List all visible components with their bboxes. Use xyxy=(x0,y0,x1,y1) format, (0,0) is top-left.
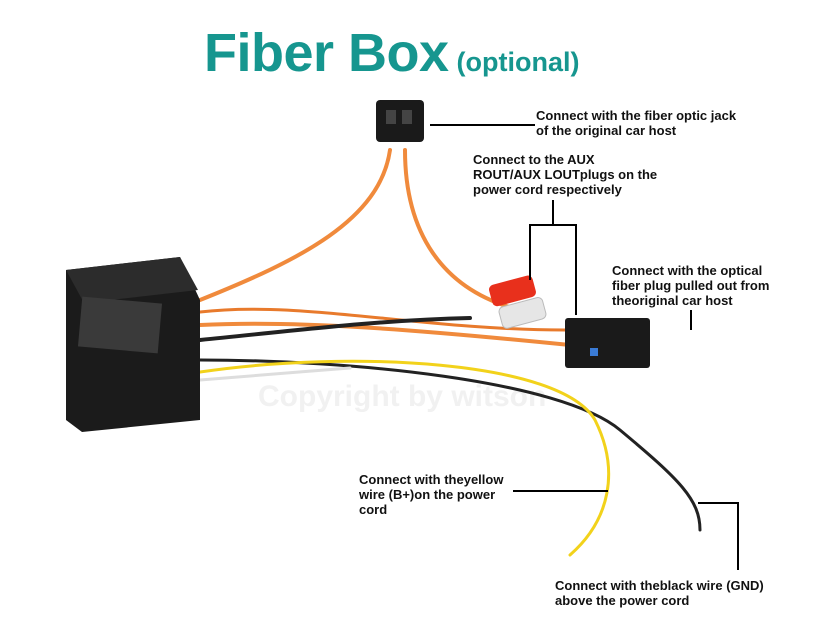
rca-plugs xyxy=(489,275,547,329)
optical-fiber-plug xyxy=(565,318,650,368)
label-line: wire (B+)on the power xyxy=(359,487,496,502)
label-line: of the original car host xyxy=(536,123,677,138)
label-optical-plug: Connect with the optical fiber plug pull… xyxy=(612,263,769,308)
label-line: cord xyxy=(359,502,388,517)
label-line: Connect with the optical xyxy=(612,263,763,278)
yellow-wire xyxy=(198,359,611,557)
label-line: Connect to the AUX xyxy=(473,152,595,167)
title-main: Fiber Box xyxy=(204,23,449,83)
black-wire xyxy=(198,316,472,342)
label-fiber-jack: Connect with the fiber optic jack of the… xyxy=(536,108,736,138)
fiber-jack-connector xyxy=(376,100,424,142)
label-line: fiber plug pulled out from xyxy=(612,278,770,293)
label-line: power cord respectively xyxy=(473,182,622,197)
fiber-wire xyxy=(198,321,572,347)
title-note: (optional) xyxy=(456,47,580,77)
black-wire xyxy=(198,358,702,532)
label-yellow-wire: Connect with theyellow wire (B+)on the p… xyxy=(359,472,503,517)
label-line: Connect with the fiber optic jack xyxy=(536,108,737,123)
label-black-wire: Connect with theblack wire (GND) above t… xyxy=(555,578,764,608)
label-line: ROUT/AUX LOUTplugs on the xyxy=(473,167,658,182)
fiber-wire xyxy=(198,148,392,302)
label-line: Connect with theyellow xyxy=(359,472,504,487)
label-line: above the power cord xyxy=(555,593,690,608)
label-line: theoriginal car host xyxy=(612,293,733,308)
leader-lines xyxy=(430,124,739,570)
label-aux: Connect to the AUX ROUT/AUX LOUTplugs on… xyxy=(473,152,657,197)
label-line: Connect with theblack wire (GND) xyxy=(555,578,764,593)
page-title: Fiber Box(optional) xyxy=(204,22,580,84)
fiber-box xyxy=(66,257,200,432)
